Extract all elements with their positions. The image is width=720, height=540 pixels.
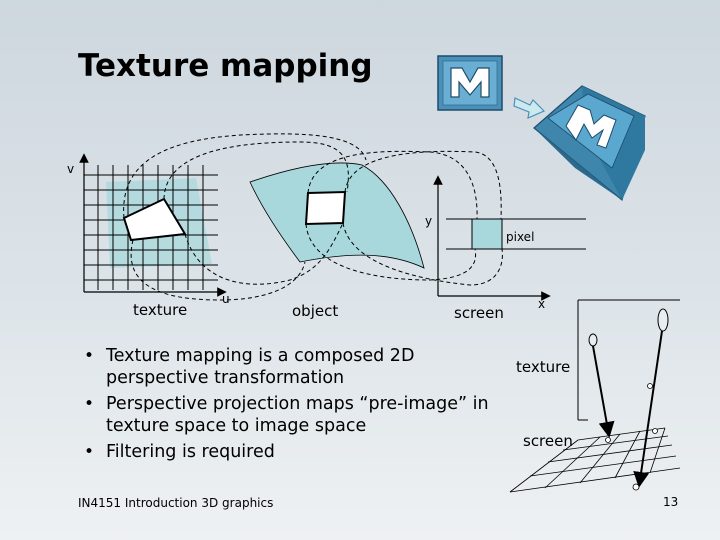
axis-x-label: x <box>538 297 546 311</box>
bullet-item: Filtering is required <box>84 441 504 463</box>
bullet-list: Texture mapping is a composed 2D perspec… <box>84 345 504 467</box>
object-label: object <box>292 302 339 320</box>
texture-grid <box>79 153 227 297</box>
bullet-item: Perspective projection maps “pre-image” … <box>84 393 504 437</box>
axis-v-label: v <box>67 162 75 176</box>
object-surface <box>249 162 425 269</box>
screen-axes <box>433 175 586 301</box>
axis-y-label: y <box>425 214 433 228</box>
right-screen-label: screen <box>523 432 573 450</box>
bullet-item: Texture mapping is a composed 2D perspec… <box>84 345 504 389</box>
right-texture-label: texture <box>516 358 571 376</box>
transform-arrow-icon <box>513 97 546 119</box>
slide-title: Texture mapping <box>78 48 373 84</box>
axis-u-label: u <box>222 292 230 306</box>
perspective-footprint-diagram <box>509 299 681 493</box>
screen-label: screen <box>454 304 504 322</box>
m-logo-cube <box>533 85 646 202</box>
pixel-label: pixel <box>506 230 535 244</box>
mapping-dashed-paths <box>123 133 503 301</box>
m-logo-flat <box>437 55 503 111</box>
texture-label: texture <box>133 301 188 319</box>
page-number: 13 <box>663 495 679 509</box>
slide-footer: IN4151 Introduction 3D graphics <box>78 496 274 510</box>
